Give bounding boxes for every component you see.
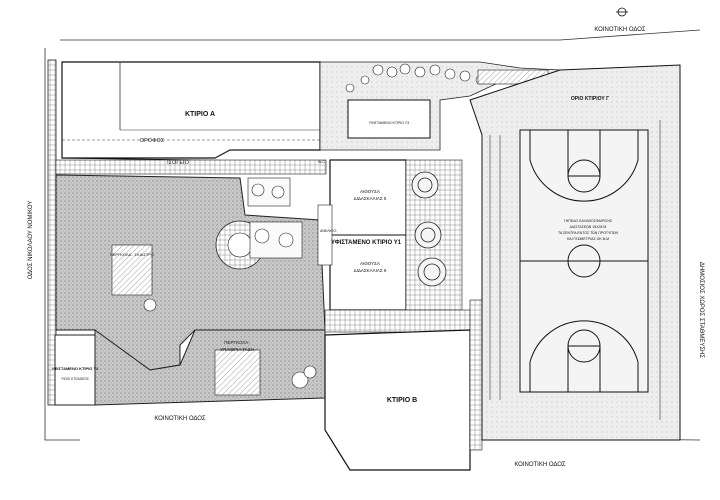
basketball-court xyxy=(519,129,649,393)
existing-building-y3 xyxy=(347,99,431,139)
label-pergola-1: ΠΕΡΓΚΟΛΑ- xyxy=(224,340,250,345)
label-classroom-6a: ΑΙΘΟΥΣΑ xyxy=(360,261,380,266)
label-classroom-5b: ΔΙΔΑΣΚΑΛΙΑΣ 5 xyxy=(354,196,387,201)
building-b xyxy=(324,329,471,471)
label-building-b: ΚΤΙΡΙΟ Β xyxy=(387,397,417,404)
label-existing-y2: ΥΦΙΣΤΑΜΕΝΟ ΚΤΙΡΙΟ Υ2 xyxy=(52,366,99,371)
existing-building-y2 xyxy=(54,334,96,406)
label-wc: W.C. xyxy=(318,160,326,164)
circular-planters xyxy=(411,171,447,287)
label-parking: ΔΗΜΟΣΙΟΣ ΧΩΡΟΣ ΣΤΑΘΜΕΥΣΗΣ xyxy=(698,262,704,358)
label-isogeio: ΙΣΟΓΕΙΟ xyxy=(167,160,189,166)
pergola-stairs xyxy=(111,244,153,296)
lower-courtyard xyxy=(94,329,326,406)
north-arrow-icon xyxy=(616,7,628,17)
label-court-note-3: ΤΑ ΣΕΝΤΡΑ ΕΝΤΟΣ ΤΩΝ ΠΡΟΤΥΠΩΝ xyxy=(558,231,618,235)
walkway-top xyxy=(55,159,327,175)
label-classroom-6b: ΔΙΔΑΣΚΑΛΙΑΣ 6 xyxy=(354,268,387,273)
label-street-top: ΚΟΙΝΟΤΙΚΗ ΟΔΟΣ xyxy=(594,27,646,33)
label-street-bottom-left: ΚΟΙΝΟΤΙΚΗ ΟΔΟΣ xyxy=(154,416,206,422)
label-orofos: ΟΡΟΦΟΣ xyxy=(140,138,165,144)
label-court-boundary: ΟΡΙΟ ΚΤΙΡΙΟΥ Γ xyxy=(571,96,609,102)
label-street-left: ΟΔΟΣ ΝΙΚΟΛΑΟΥ ΝΟΜΙΚΟΥ xyxy=(28,201,34,280)
label-stairs: ΑΝΕΛΚΥΣ. xyxy=(320,229,337,233)
outdoor-class-stairs xyxy=(214,349,261,396)
label-pergola-upper: ΠΕΡΓΚΟΛΑ - ΣΚΙΑΣΤΡΟ xyxy=(110,252,154,257)
tree-group-center xyxy=(143,177,317,389)
walkway-bottom xyxy=(324,309,471,333)
label-street-bottom-right: ΚΟΙΝΟΤΙΚΗ ΟΔΟΣ xyxy=(514,462,566,468)
label-pergola-2: ΥΠΑΙΘΡΙΑ ΤΑΞΗ xyxy=(220,347,254,352)
text-labels: ΚΤΙΡΙΟ Α ΟΡΟΦΟΣ ΙΣΟΓΕΙΟ ΚΤΙΡΙΟ Β ΥΦΙΣΤΑΜ… xyxy=(28,27,704,468)
label-existing-y1: ΥΦΙΣΤΑΜΕΝΟ ΚΤΙΡΙΟ Υ1 xyxy=(331,240,402,246)
label-court-note-2: ΔΙΑΣΤΑΣΕΩΝ 15Χ28 Μ xyxy=(570,225,607,229)
east-walkway xyxy=(469,299,483,451)
building-a xyxy=(61,61,321,159)
label-classroom-5a: ΑΙΘΟΥΣΑ xyxy=(360,189,380,194)
label-y2-sub: ΥΨΟΣ ΚΤΙΣΜΑΤΟΣ xyxy=(61,377,89,381)
label-court-note-1: ΓΗΠΕΔΟ ΚΑΛΑΘΟΣΦΑΙΡΙΣΗΣ xyxy=(564,219,613,223)
label-court-note-4: ΚΑΙ ΓΕΩΜΕΤΡΙΑΣ ΟΚ Β-Μ xyxy=(567,237,609,241)
label-building-a: ΚΤΙΡΙΟ Α xyxy=(185,111,215,118)
label-existing-y3: ΥΦΙΣΤΑΜΕΝΟ ΚΤΙΡΙΟ Υ3 xyxy=(369,121,409,125)
